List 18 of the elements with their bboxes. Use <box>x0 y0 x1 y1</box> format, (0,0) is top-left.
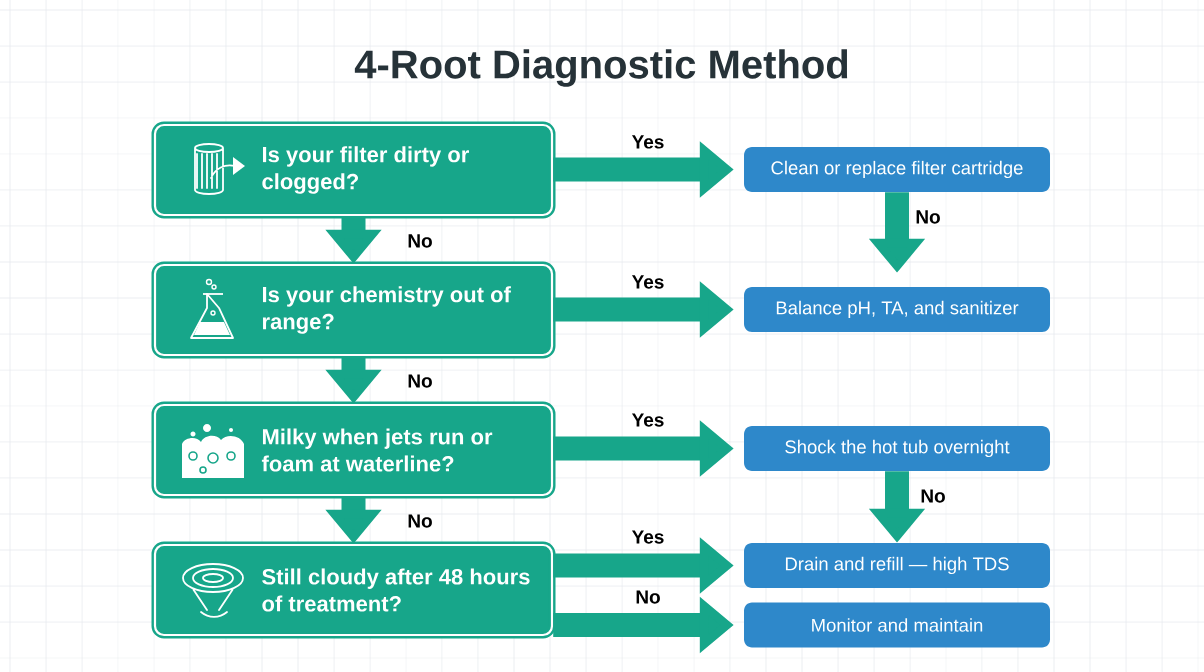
edge-label: No <box>636 590 660 604</box>
edge-label: Yes <box>631 413 664 427</box>
edge-label: No <box>916 210 940 224</box>
edge-label: Yes <box>631 135 664 149</box>
action-box: Drain and refill — high TDS <box>744 543 1050 588</box>
action-box: Balance pH, TA, and sanitizer <box>744 287 1050 332</box>
edge-label: Yes <box>631 530 664 544</box>
edge-label: Yes <box>631 275 664 289</box>
edge-label: No <box>408 234 432 248</box>
question-box: Still cloudy after 48 hours of treatment? <box>151 541 556 639</box>
action-box: Shock the hot tub overnight <box>744 426 1050 471</box>
title: 4-Root Diagnostic Method <box>354 49 848 87</box>
edge-label: No <box>408 514 432 528</box>
action-box: Monitor and maintain <box>744 602 1050 648</box>
edge-label: No <box>408 374 432 388</box>
action-box: Clean or replace filter cartridge <box>744 147 1050 192</box>
edge-label: No <box>921 489 945 503</box>
question-box: Is your filter dirty or clogged? <box>151 121 556 219</box>
